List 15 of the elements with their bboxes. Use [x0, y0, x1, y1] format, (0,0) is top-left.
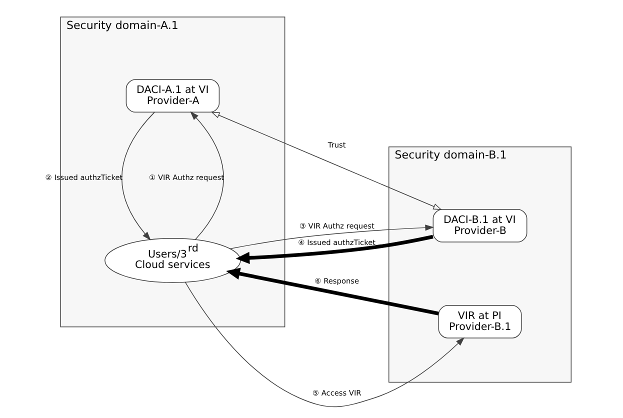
edge-label: ⑥ Response	[314, 276, 359, 286]
node-box: DACI-B.1 at VI Provider-B	[432, 209, 528, 242]
edge-label: Trust	[328, 140, 346, 150]
arrow	[190, 111, 224, 240]
edge-label: ③ VIR Authz request	[299, 222, 374, 231]
edge-label: ④ Issued authzTicket	[298, 238, 376, 247]
arrow	[236, 234, 434, 264]
edge-label: ⑤ Access VIR	[312, 388, 362, 398]
arrow	[226, 268, 439, 316]
node-box: DACI-A.1 at VI Provider-A	[126, 79, 220, 112]
arrow	[122, 112, 155, 240]
node-box: VIR at PI Provider-B.1	[438, 305, 522, 338]
arrow	[230, 224, 434, 250]
arrow	[210, 112, 442, 210]
arrow	[184, 282, 465, 408]
